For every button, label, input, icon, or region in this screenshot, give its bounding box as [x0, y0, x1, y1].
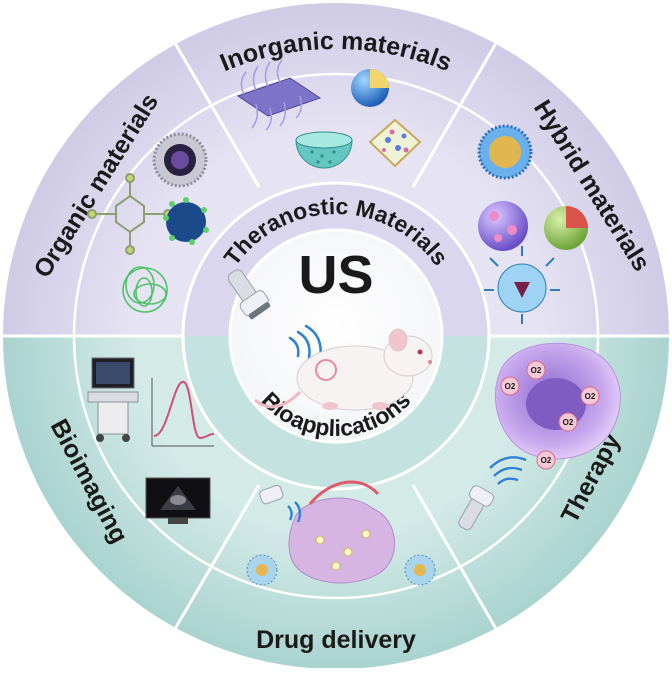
o2-badge-2: O2	[531, 366, 542, 375]
carrier-particle-left-icon	[246, 554, 278, 586]
therapy-waves-icon	[489, 456, 527, 485]
polymer-coil-icon	[122, 266, 168, 313]
cutaway-sphere-icon	[544, 206, 588, 250]
micelle-icon	[163, 197, 209, 245]
carrier-particle-right-icon	[404, 554, 436, 586]
virus-like-particle-icon	[484, 246, 560, 324]
ultrasound-monitor-icon	[145, 477, 211, 524]
hybrid-core-shell-icon	[477, 124, 533, 180]
tumor-cell-icon	[494, 342, 621, 460]
core-shell-sphere-icon	[351, 69, 389, 107]
o2-badge-3: O2	[585, 392, 596, 401]
middle-ring-border	[181, 181, 491, 491]
center-title: US	[298, 245, 373, 305]
oxygen-badges: O2 O2 O2 O2 O2	[500, 360, 600, 470]
o2-badge-4: O2	[563, 418, 574, 427]
cluster-sphere-icon	[478, 201, 528, 251]
mesoporous-hemisphere-icon	[295, 131, 353, 169]
signal-curve-icon	[151, 378, 215, 447]
segment-dividers	[0, 37, 672, 635]
therapy-probe-icon	[458, 485, 495, 531]
framework-crystal-icon	[368, 118, 422, 168]
ultrasound-probe-icon	[227, 269, 271, 320]
ultrasound-machine-icon	[87, 357, 139, 442]
label-drug-delivery: Drug delivery	[256, 626, 416, 654]
o2-badge-5: O2	[541, 456, 552, 465]
mouse-icon	[254, 328, 433, 411]
drug-delivery-probe-icon	[259, 484, 284, 505]
drug-delivery-waves-icon	[287, 501, 302, 523]
liposome-icon	[152, 132, 208, 188]
nanosheet-icon	[236, 59, 322, 131]
o2-badge-1: O2	[505, 382, 516, 391]
tumor-tissue-icon	[288, 480, 395, 584]
